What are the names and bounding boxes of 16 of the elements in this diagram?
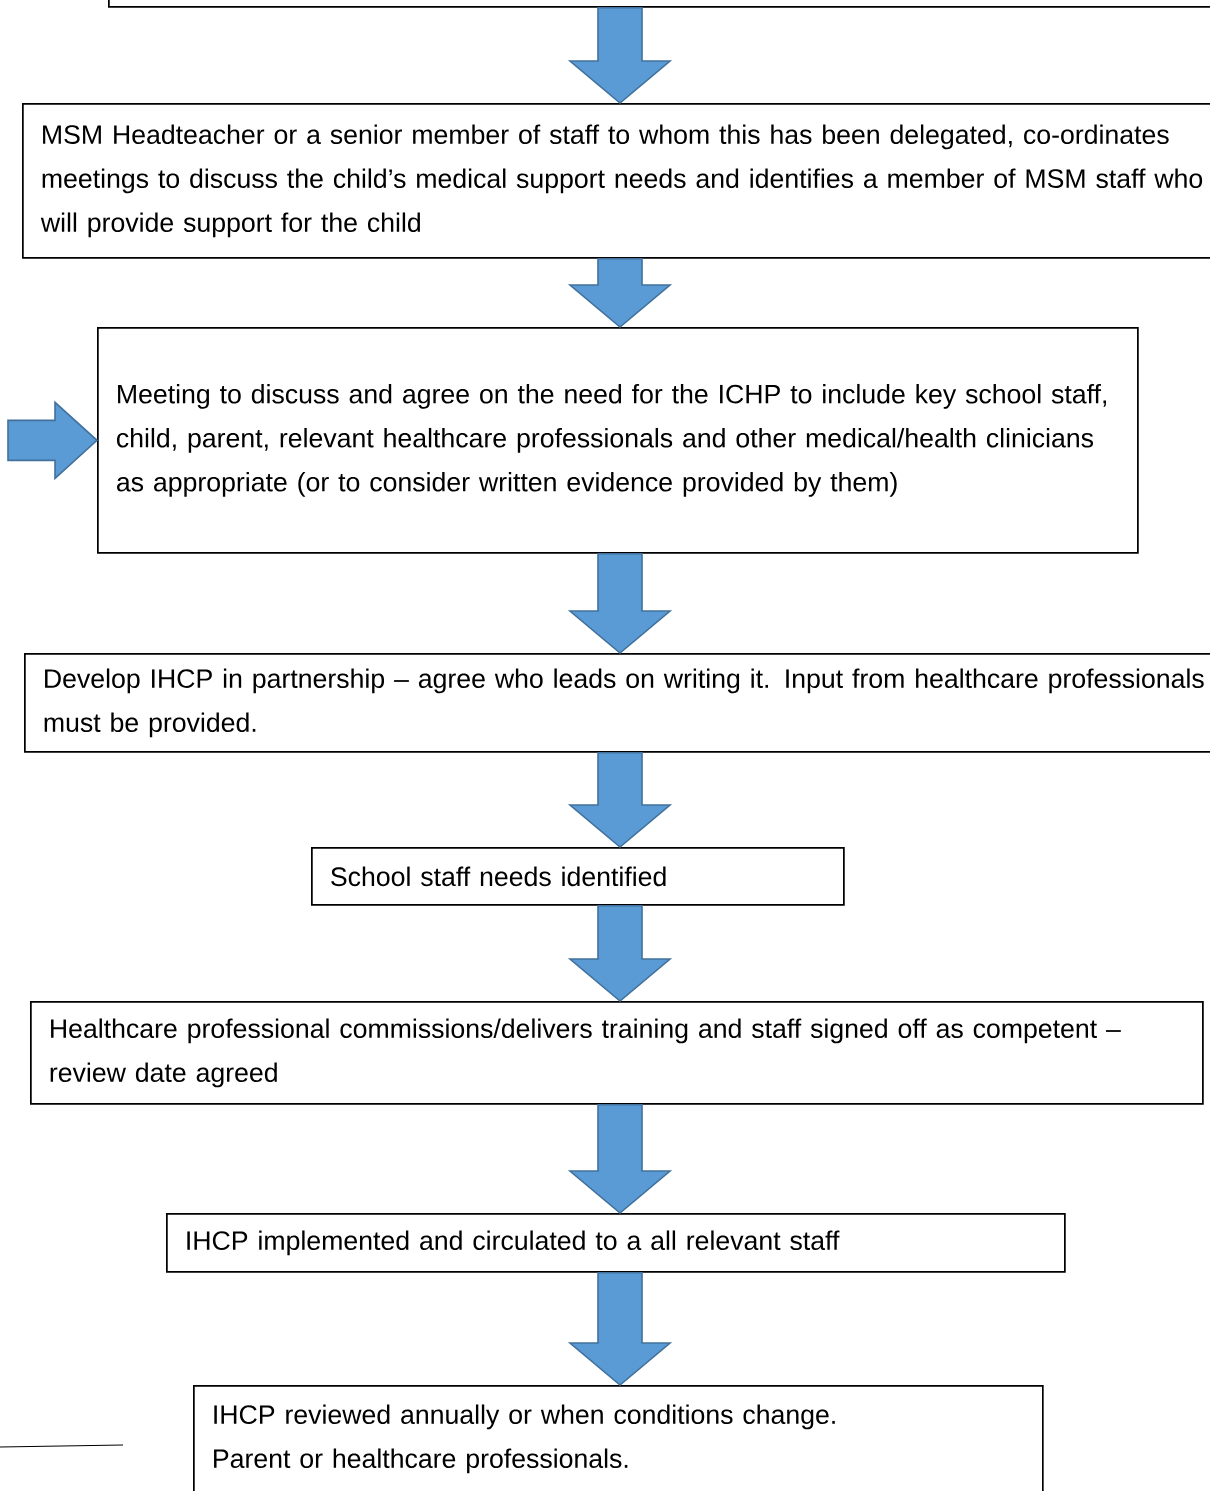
process-box: IHCP implemented and circulated to a all relevant staff (166, 1213, 1066, 1273)
process-box: School staff needs identified (311, 847, 845, 906)
block-arrow (567, 6, 673, 105)
block-arrow (567, 552, 673, 655)
process-box: Meeting to discuss and agree on the need for the ICHP to include key school staff, child, parent, relevant healthcare professionals and other medical/health clinicians as appropriate (or to consider written evidence provided by them) (97, 327, 1139, 554)
block-arrow (567, 257, 673, 329)
box (108, 0, 1210, 8)
process-box: MSM Headteacher or a senior member of staff to whom this has been delegated, co-ordinates meetings to discuss the child’s medical support needs and identifies a member of MSM staff who will provide support for the child (22, 103, 1210, 259)
block-arrow (567, 1271, 673, 1387)
block-arrow (567, 751, 673, 849)
process-box: Healthcare professional commissions/delivers training and staff signed off as competent – review date agreed (30, 1001, 1204, 1105)
block-arrow (7, 400, 99, 481)
process-box: Develop IHCP in partnership – agree who leads on writing it. Input from healthcare professionals must be provided. (24, 653, 1210, 753)
block-arrow (567, 1103, 673, 1215)
block-arrow (567, 904, 673, 1003)
process-box: IHCP reviewed annually or when conditions change. Parent or healthcare professionals. (193, 1385, 1044, 1491)
